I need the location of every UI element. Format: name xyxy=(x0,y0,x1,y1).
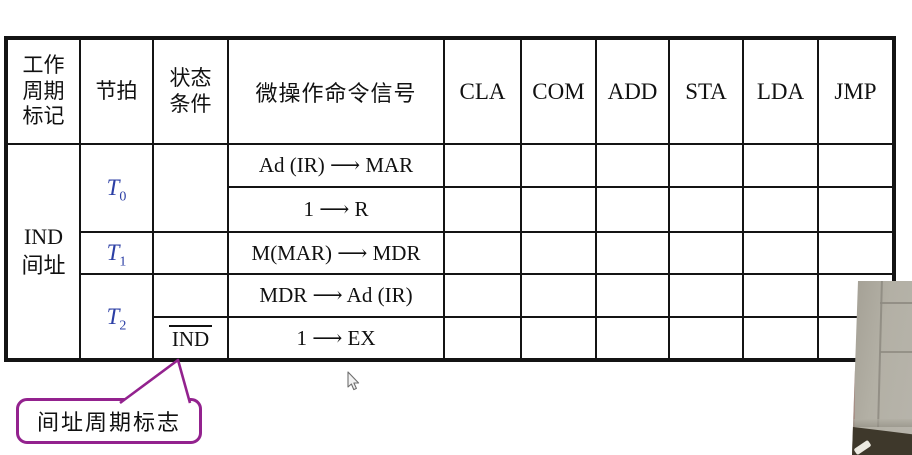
matrix-cell xyxy=(520,186,597,233)
webcam-wall-panel-line xyxy=(880,302,912,304)
matrix-cell xyxy=(595,143,670,188)
matrix-cell xyxy=(595,316,670,361)
matrix-cell xyxy=(817,186,895,233)
matrix-cell xyxy=(742,143,819,188)
webcam-floor-shadow xyxy=(852,419,912,427)
matrix-cell xyxy=(668,186,744,233)
webcam-overlay xyxy=(852,281,912,455)
callout-tail-pointer-icon xyxy=(119,358,192,405)
col-header-work-cycle: 工作 周期 标记 xyxy=(5,37,81,145)
webcam-wall-panel-line xyxy=(880,351,912,353)
matrix-cell xyxy=(520,316,597,361)
condition-empty-cell xyxy=(152,273,229,318)
table-row: T1 M(MAR) ⟶ MDR xyxy=(6,231,895,275)
ind-overline-label: IND xyxy=(168,324,213,351)
col-header-signal: 微操作命令信号 xyxy=(227,37,445,145)
cycle-label-ind: IND 间址 xyxy=(5,143,81,361)
signal-cell: 1 ⟶ EX xyxy=(227,316,445,361)
matrix-cell xyxy=(520,273,597,318)
matrix-cell xyxy=(443,273,522,318)
callout-label: 间址周期标志 xyxy=(36,410,181,435)
matrix-cell xyxy=(742,273,819,318)
microop-signal-table: 工作 周期 标记 节拍 状态 条件 微操作命令信号 CLA COM ADD ST… xyxy=(4,36,896,362)
table-row: 1 ⟶ R xyxy=(6,186,895,233)
matrix-cell xyxy=(668,143,744,188)
beat-t0: T0 xyxy=(79,143,154,233)
beat-t2: T2 xyxy=(79,273,154,361)
matrix-cell xyxy=(520,143,597,188)
condition-ind-flag: IND xyxy=(152,316,229,361)
table-row: IND 1 ⟶ EX xyxy=(6,316,895,361)
table-row: T2 MDR ⟶ Ad (IR) xyxy=(6,273,895,361)
beat-t1: T1 xyxy=(79,231,154,275)
col-header-add: ADD xyxy=(595,37,670,145)
matrix-cell xyxy=(668,231,744,275)
webcam-edge xyxy=(852,371,855,455)
col-header-condition: 状态 条件 xyxy=(152,37,229,145)
signal-cell: Ad (IR) ⟶ MAR xyxy=(227,143,445,188)
signal-cell: 1 ⟶ R xyxy=(227,186,445,233)
matrix-cell xyxy=(443,316,522,361)
matrix-cell xyxy=(742,231,819,275)
header-row: 工作 周期 标记 节拍 状态 条件 微操作命令信号 CLA COM ADD ST… xyxy=(5,37,895,145)
signal-cell: M(MAR) ⟶ MDR xyxy=(227,231,445,275)
condition-empty-cell xyxy=(152,143,229,233)
matrix-cell xyxy=(742,316,819,361)
matrix-cell xyxy=(817,231,895,275)
col-header-beat: 节拍 xyxy=(79,37,154,145)
callout-indirect-cycle-flag: 间址周期标志 xyxy=(16,398,202,444)
signal-cell: MDR ⟶ Ad (IR) xyxy=(227,273,445,318)
matrix-cell xyxy=(443,231,522,275)
matrix-cell xyxy=(520,231,597,275)
matrix-cell xyxy=(668,316,744,361)
condition-empty-cell xyxy=(152,231,229,275)
matrix-cell xyxy=(668,273,744,318)
matrix-cell xyxy=(817,143,895,188)
matrix-cell xyxy=(443,143,522,188)
col-header-com: COM xyxy=(520,37,597,145)
table-row: IND 间址 T0 Ad (IR) ⟶ MAR xyxy=(5,143,895,361)
matrix-cell xyxy=(595,186,670,233)
col-header-sta: STA xyxy=(668,37,744,145)
matrix-cell xyxy=(443,186,522,233)
col-header-jmp: JMP xyxy=(817,37,895,145)
matrix-cell xyxy=(742,186,819,233)
col-header-cla: CLA xyxy=(443,37,522,145)
matrix-cell xyxy=(595,231,670,275)
col-header-lda: LDA xyxy=(742,37,819,145)
mouse-cursor-icon xyxy=(347,371,360,391)
matrix-cell xyxy=(595,273,670,318)
